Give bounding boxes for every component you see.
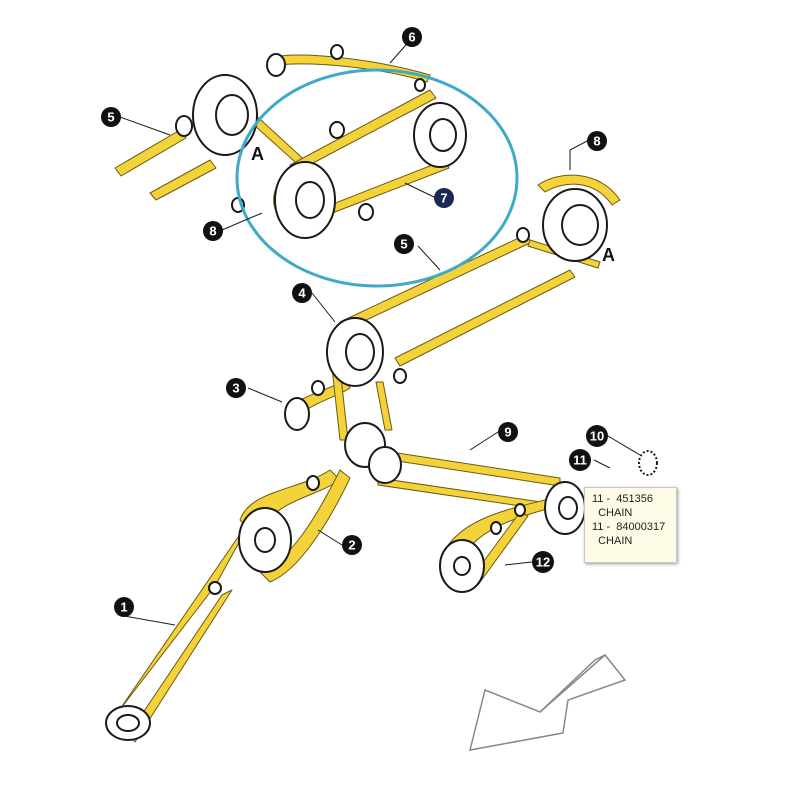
callout-circle[interactable] [569,449,591,471]
idler-j [358,203,374,221]
pulley-3 [284,397,310,431]
idler-b [306,475,320,491]
callout-c3[interactable]: 3 [226,378,246,398]
callout-c5a[interactable]: 5 [101,107,121,127]
idler-e [175,115,193,137]
callout-circle[interactable] [587,131,607,151]
pulley-9-left [368,446,402,484]
callout-c9[interactable]: 9 [498,422,518,442]
callout-c2[interactable]: 2 [342,535,362,555]
callout-number: 10 [590,429,604,444]
idler-d [490,521,502,535]
belt-9 [377,449,561,487]
belt-4-long-lower [394,269,576,367]
tooltip-line-3: 11 - 84000317 [592,521,666,533]
callout-number: 1 [120,600,127,615]
pulley-11-hub [558,496,578,520]
callout-circle[interactable] [394,234,414,254]
callout-c10[interactable]: 10 [586,425,608,447]
label-a-right: A [602,245,615,265]
pulley-2-hub [254,527,276,553]
idler-h [329,121,345,139]
callout-circle[interactable] [498,422,518,442]
belt-vertical-2 [375,381,393,431]
idler-g [330,44,344,60]
pulley-group [105,44,658,741]
belt-5-top-a [114,129,187,177]
callout-number: 11 [573,453,587,468]
callout-number: 9 [504,425,511,440]
tooltip-line-2: CHAIN [592,507,633,519]
callout-circle[interactable] [402,27,422,47]
pulley-7-left-hub [295,181,325,219]
callout-number: 6 [408,30,415,45]
callout-number: 4 [298,286,306,301]
label-a-left: A [251,144,264,164]
tooltip-line-1: 11 - 451356 [592,493,653,505]
idler-m [311,380,325,396]
pulley-8-right-hub [561,204,599,246]
callout-number: 8 [209,224,216,239]
pulley-12-hub [453,556,471,576]
part-tooltip: 11 - 451356 CHAIN 11 - 84000317 CHAIN [584,487,677,563]
idler-n [393,368,407,384]
callout-number: 7 [440,191,447,206]
belt-group [107,54,621,743]
callout-number: 12 [536,555,550,570]
callout-number: 5 [400,237,407,252]
pulley-4-hub [345,333,375,371]
callout-c8b[interactable]: 8 [587,131,607,151]
callout-c1[interactable]: 1 [114,597,134,617]
callout-circle[interactable] [226,378,246,398]
callout-c6[interactable]: 6 [402,27,422,47]
callout-number: 5 [107,110,114,125]
tooltip-line-4: CHAIN [592,535,633,547]
belt-8-right [537,174,621,206]
callout-circle[interactable] [532,551,554,573]
callout-number: 8 [593,134,600,149]
callout-c11[interactable]: 11 [569,449,591,471]
callout-c12[interactable]: 12 [532,551,554,573]
callout-circle[interactable] [114,597,134,617]
callout-c5b[interactable]: 5 [394,234,414,254]
callout-c8a[interactable]: 8 [203,221,223,241]
belt-4-long [339,234,533,331]
pulley-7-right-hub [429,118,457,152]
callout-c4[interactable]: 4 [292,283,312,303]
belt-5-top-b [149,159,217,201]
idler-i [414,78,426,92]
callout-circle[interactable] [434,188,454,208]
pulley-top-left-hub [215,94,249,136]
belt-6 [269,54,431,83]
callout-number: 2 [348,538,355,553]
callout-number: 3 [232,381,239,396]
callout-circle[interactable] [342,535,362,555]
idler-l [516,227,530,243]
highlight-ring [235,68,519,288]
callout-circle[interactable] [101,107,121,127]
callout-circle[interactable] [292,283,312,303]
pulley-bottom-left-hub [116,714,140,732]
belt-1 [107,507,259,726]
callout-circle[interactable] [203,221,223,241]
idler-a [208,581,222,595]
leader-lines [119,37,641,626]
idler-c [514,503,526,517]
sprocket-10 [638,450,658,476]
callout-circle[interactable] [586,425,608,447]
callout-c7[interactable]: 7 [434,188,454,208]
idler-f [266,53,286,77]
direction-arrow-icon [468,653,627,751]
